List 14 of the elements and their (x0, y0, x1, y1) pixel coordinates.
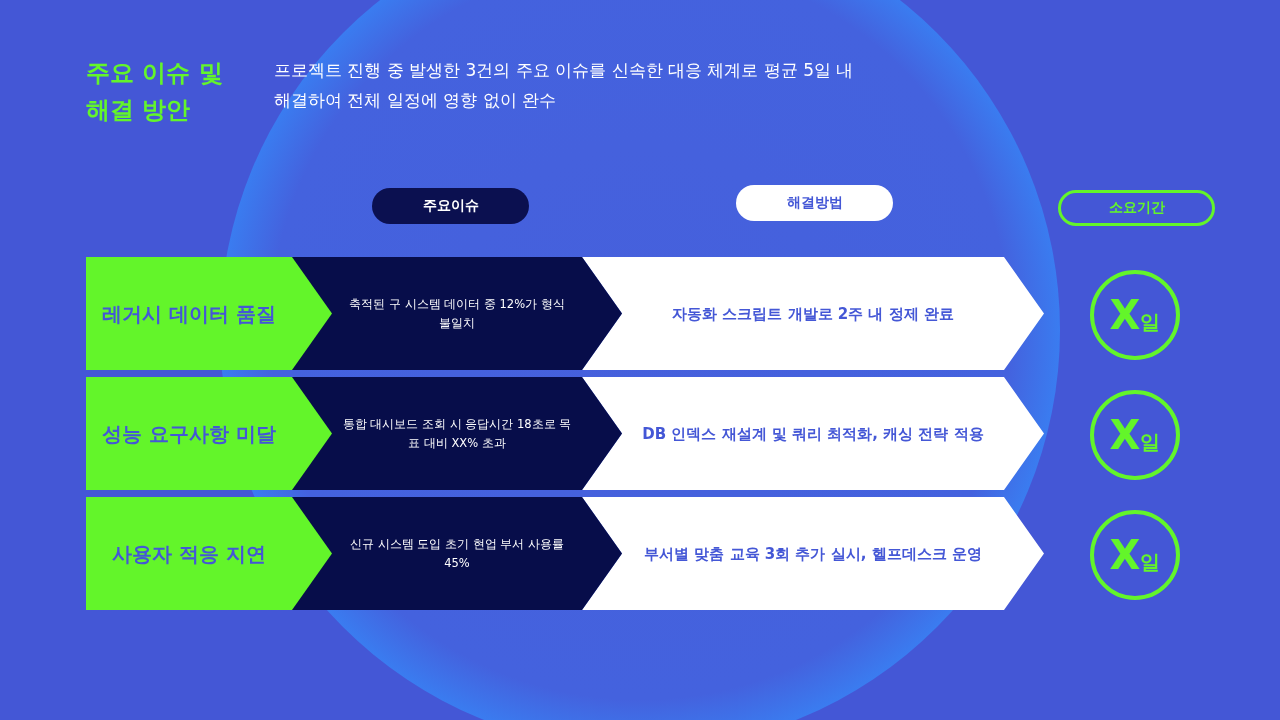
issue-banner: 레거시 데이터 품질 (86, 257, 332, 370)
solution-banner: 자동화 스크립트 개발로 2주 내 정제 완료 (582, 257, 1044, 370)
issue-banner: 성능 요구사항 미달 (86, 377, 332, 490)
column-header: 해결방법 (736, 185, 893, 221)
subtitle: 프로젝트 진행 중 발생한 3건의 주요 이슈를 신속한 대응 체계로 평균 5일 내 해결하여 전체 일정에 영향 없이 완수 (274, 59, 854, 112)
duration-circle: X일 (1090, 390, 1180, 480)
title: 주요 이슈 및 해결 방안 (86, 58, 224, 127)
duration-circle: X일 (1090, 510, 1180, 600)
issue-banner: 사용자 적응 지연 (86, 497, 332, 610)
solution-banner: DB 인덱스 재설계 및 쿼리 최적화, 캐싱 전략 적용 (582, 377, 1044, 490)
column-header: 주요이슈 (372, 188, 529, 224)
duration-circle: X일 (1090, 270, 1180, 360)
solution-banner: 부서별 맞춤 교육 3회 추가 실시, 헬프데스크 운영 (582, 497, 1044, 610)
column-header: 소요기간 (1058, 190, 1215, 226)
